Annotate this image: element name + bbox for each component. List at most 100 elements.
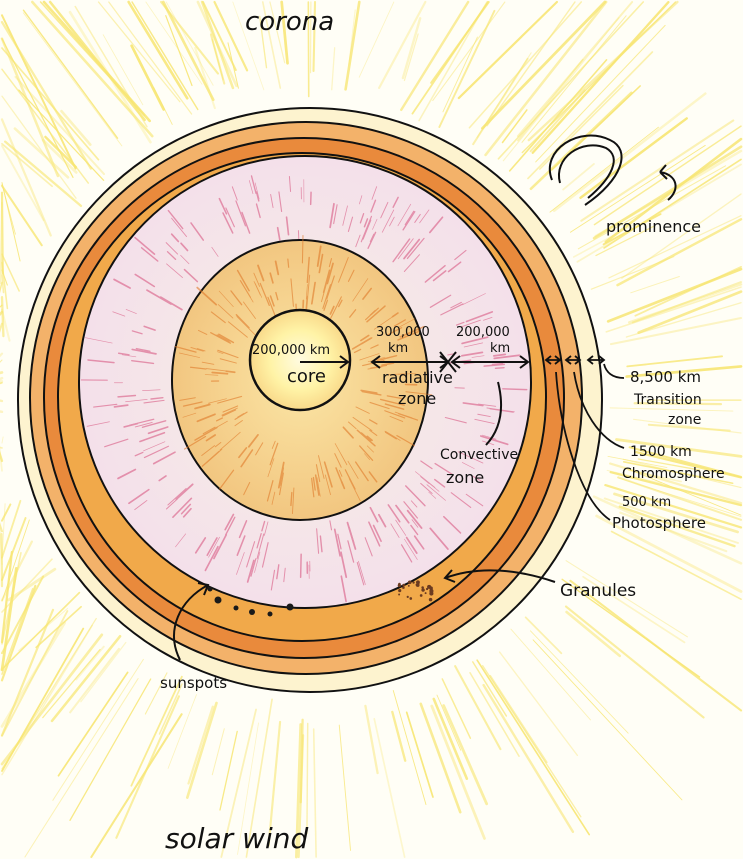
corona-ray — [533, 2, 669, 153]
transition-pointer — [604, 364, 624, 378]
corona-ray — [432, 706, 485, 838]
granule-dot — [398, 594, 400, 596]
core — [250, 310, 350, 410]
convective-size-label-2: km — [490, 341, 510, 356]
corona-ray — [2, 629, 83, 771]
corona-ray — [533, 640, 682, 800]
corona-ray — [484, 685, 573, 832]
radiative-streak — [495, 368, 504, 369]
convective-streak — [291, 493, 292, 506]
radiative-label-1: radiative — [382, 368, 453, 387]
convective-size-label-1: 200,000 — [456, 325, 510, 340]
corona-ray — [2, 610, 53, 735]
photosphere-size-label: 500 km — [622, 495, 671, 510]
granule-dot — [429, 598, 433, 602]
convective-label-2: zone — [446, 468, 484, 487]
corona-ray — [503, 110, 527, 143]
sunspot — [287, 604, 294, 611]
corona-ray — [0, 488, 2, 532]
corona-ray — [577, 164, 741, 261]
corona-ray — [526, 617, 562, 653]
corona-ray — [477, 660, 589, 834]
solar-wind-label: solar wind — [165, 822, 308, 855]
corona-ray — [314, 729, 316, 857]
corona-ray — [631, 277, 680, 293]
corona-ray — [339, 725, 350, 850]
corona-ray — [421, 704, 460, 812]
corona-ray — [622, 194, 741, 278]
sunspot — [249, 609, 255, 615]
core-label: core — [287, 366, 326, 387]
corona-ray — [566, 607, 703, 718]
corona-ray — [59, 672, 128, 775]
corona-ray — [434, 699, 467, 779]
granule-dot — [408, 585, 410, 587]
corona-ray — [116, 696, 179, 838]
granule-dot — [412, 581, 414, 583]
sunspot — [268, 612, 273, 617]
corona-ray — [392, 712, 405, 761]
granule-dot — [429, 589, 433, 593]
corona-ray — [379, 2, 425, 88]
granule-dot — [425, 592, 427, 594]
sunspot — [234, 606, 239, 611]
corona-ray — [2, 437, 3, 443]
corona-ray — [2, 183, 20, 261]
corona-ray — [154, 88, 172, 125]
corona-ray — [563, 164, 594, 190]
corona-ray — [510, 60, 607, 171]
corona-ray — [2, 504, 10, 520]
convective-streak — [288, 259, 289, 267]
granule-dot — [407, 596, 409, 598]
corona-ray — [187, 703, 216, 798]
granule-dot — [398, 589, 401, 592]
corona-ray — [639, 292, 741, 333]
corona-ray — [627, 356, 722, 366]
corona-ray — [486, 2, 607, 155]
corona-ray — [0, 324, 2, 349]
prominence-label: prominence — [606, 217, 701, 236]
granules-label: Granules — [560, 581, 636, 601]
corona-ray — [0, 360, 2, 371]
corona-ray — [455, 666, 500, 749]
corona-ray — [567, 612, 620, 656]
corona-ray — [487, 2, 575, 126]
corona-ray — [2, 186, 42, 245]
corona-ray — [433, 2, 505, 101]
transition-label-1: Transition — [633, 392, 702, 408]
photosphere-label: Photosphere — [612, 514, 706, 532]
corona-ray — [189, 707, 213, 784]
corona-ray — [490, 676, 546, 762]
granule-dot — [415, 584, 417, 586]
corona-ray — [2, 193, 3, 274]
corona-ray — [52, 636, 120, 721]
corona-ray — [0, 383, 2, 390]
transition-size-label: 8,500 km — [630, 368, 701, 386]
corona-ray — [554, 94, 705, 211]
sunspot — [215, 597, 222, 604]
granule-dot — [409, 597, 412, 600]
corona-ray — [404, 34, 418, 81]
corona-ray — [307, 723, 308, 833]
granule-dot — [426, 588, 428, 590]
sunspot — [208, 587, 213, 592]
core-size-label: 200,000 km — [252, 343, 330, 358]
sunspots-label: sunspots — [160, 674, 227, 692]
radiative-streak — [503, 389, 527, 390]
corona-ray — [359, 2, 394, 77]
corona-ray — [365, 706, 377, 773]
radiative-size-label-1: 300,000 — [376, 325, 430, 340]
corona-ray — [610, 408, 733, 411]
convective-streak — [302, 236, 303, 263]
corona-ray — [1, 534, 2, 586]
radiative-size-label-2: km — [388, 341, 408, 356]
granule-dot — [420, 594, 423, 597]
granule-dot — [402, 584, 405, 587]
corona-ray — [346, 2, 360, 89]
corona-ray — [437, 695, 461, 750]
chromosphere-size-label: 1500 km — [630, 444, 692, 460]
transition-label-2: zone — [668, 412, 701, 428]
radiative-streak — [301, 554, 302, 577]
